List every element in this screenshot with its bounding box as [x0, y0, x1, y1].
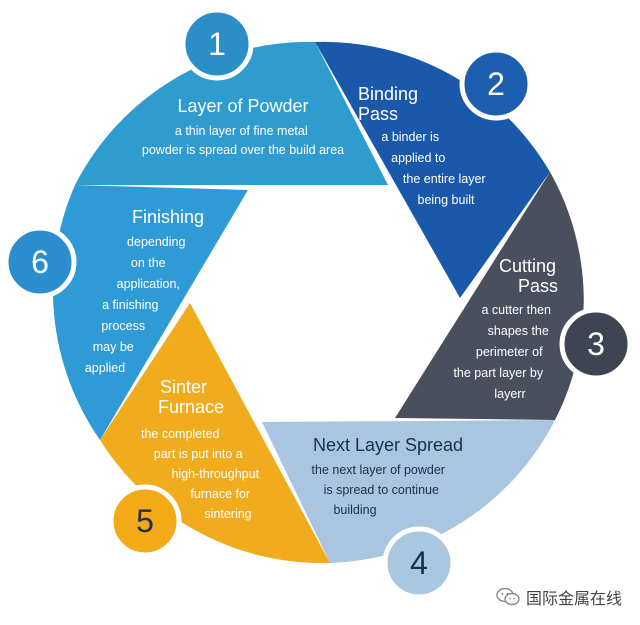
badge-3: 3	[559, 307, 633, 381]
step-6-text: Finishing depending on the application, …	[85, 207, 204, 375]
segment-1	[75, 41, 388, 185]
badge-5-number: 5	[136, 503, 154, 539]
badge-4: 4	[382, 526, 456, 600]
segment-6	[52, 185, 248, 440]
step-5-desc: the completed part is put into a high-th…	[141, 427, 263, 521]
watermark: 国际金属在线	[496, 585, 622, 609]
watermark-text: 国际金属在线	[525, 589, 622, 608]
step-1-desc: a thin layer of fine metal powder is spr…	[142, 124, 344, 157]
segment-3	[395, 172, 584, 420]
step-2-desc: a binder is applied to the entire layer …	[381, 130, 489, 207]
badge-2: 2	[459, 47, 533, 121]
badge-2-number: 2	[487, 66, 505, 102]
step-1-text: Layer of Powder a thin layer of fine met…	[142, 96, 344, 157]
step-5-title: Sinter Furnace	[158, 377, 224, 417]
badge-6: 6	[3, 225, 77, 299]
step-2-text: Binding Pass a binder is applied to the …	[358, 84, 489, 207]
badge-5: 5	[108, 484, 182, 558]
wechat-icon	[496, 588, 520, 606]
step-4-text: Next Layer Spread the next layer of powd…	[312, 435, 464, 517]
badge-4-number: 4	[410, 545, 428, 581]
step-3-text: Cutting Pass a cutter then shapes the pe…	[453, 256, 561, 401]
step-2-title: Binding Pass	[358, 84, 423, 124]
badge-1-number: 1	[208, 26, 226, 62]
badge-3-number: 3	[587, 326, 605, 362]
step-4-title: Next Layer Spread	[313, 435, 463, 455]
badge-6-number: 6	[31, 244, 49, 280]
step-6-title: Finishing	[132, 207, 204, 227]
step-6-desc: depending on the application, a finishin…	[85, 235, 189, 375]
segment-4	[262, 420, 555, 563]
step-3-title: Cutting Pass	[499, 256, 561, 296]
step-4-desc: the next layer of powder is spread to co…	[312, 463, 449, 517]
step-3-desc: a cutter then shapes the perimeter of th…	[453, 303, 554, 401]
badge-1: 1	[180, 7, 254, 81]
step-1-title: Layer of Powder	[177, 96, 308, 116]
step-5-text: Sinter Furnace the completed part is put…	[141, 377, 263, 521]
